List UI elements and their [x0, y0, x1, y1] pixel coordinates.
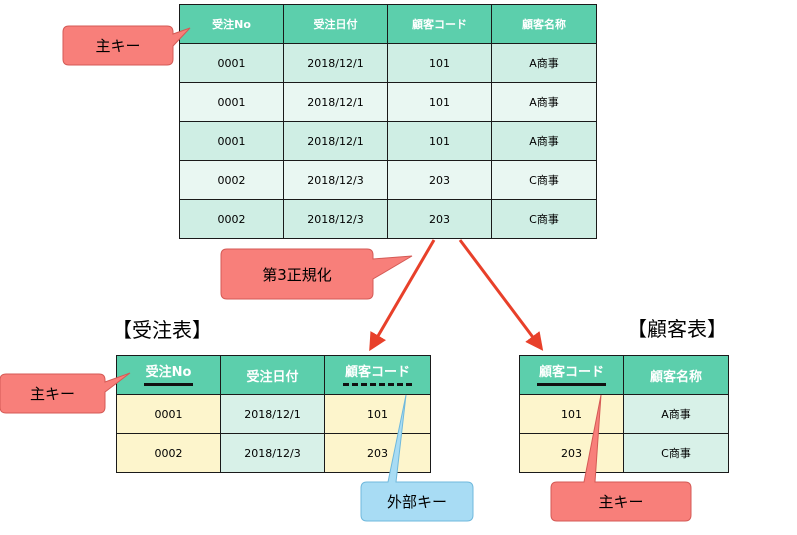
table-row: 203 C商事 — [519, 433, 729, 473]
order-col-order-no: 受注No — [116, 355, 221, 395]
foreign-key-underline: 顧客コード — [342, 365, 412, 386]
customer-table-title: 【顧客表】 — [627, 317, 727, 341]
table-cell: 203 — [324, 433, 431, 473]
table-cell: 203 — [387, 199, 492, 239]
main-table: 受注No 受注日付 顧客コード 顧客名称 0001 2018/12/1 101 … — [179, 4, 597, 239]
order-table-header-row: 受注No 受注日付 顧客コード — [116, 355, 431, 395]
table-row: 101 A商事 — [519, 394, 729, 434]
table-cell: 203 — [519, 433, 624, 473]
table-cell: C商事 — [491, 199, 597, 239]
arrow-to-order-table — [369, 239, 436, 352]
table-cell: 2018/12/3 — [283, 160, 388, 200]
callout-primary-key-top: 主キー — [95, 37, 141, 55]
callout-normalization: 第3正規化 — [262, 265, 332, 284]
main-col-order-no: 受注No — [179, 4, 284, 44]
table-cell: A商事 — [623, 394, 729, 434]
table-row: 0002 2018/12/3 203 — [116, 433, 431, 473]
main-col-customer-code: 顧客コード — [387, 4, 492, 44]
table-row: 0001 2018/12/1 101 A商事 — [179, 82, 597, 122]
table-cell: A商事 — [491, 43, 597, 83]
table-cell: 2018/12/1 — [283, 82, 388, 122]
table-cell: 0002 — [179, 199, 284, 239]
table-cell: 2018/12/1 — [283, 121, 388, 161]
main-table-header-row: 受注No 受注日付 顧客コード 顧客名称 — [179, 4, 597, 44]
table-cell: 101 — [387, 43, 492, 83]
table-cell: 0001 — [179, 43, 284, 83]
order-table: 受注No 受注日付 顧客コード 0001 2018/12/1 101 0002 … — [116, 355, 431, 473]
primary-key-underline: 受注No — [143, 365, 194, 386]
cust-col-customer-code: 顧客コード — [519, 355, 624, 395]
callout-foreign-key: 外部キー — [386, 493, 447, 511]
table-cell: 101 — [387, 121, 492, 161]
table-cell: C商事 — [491, 160, 597, 200]
table-cell: 0001 — [179, 121, 284, 161]
table-row: 0001 2018/12/1 101 A商事 — [179, 121, 597, 161]
table-cell: 203 — [387, 160, 492, 200]
customer-table-header-row: 顧客コード 顧客名称 — [519, 355, 729, 395]
main-col-customer-name: 顧客名称 — [491, 4, 597, 44]
main-col-order-date: 受注日付 — [283, 4, 388, 44]
table-cell: 2018/12/3 — [220, 433, 325, 473]
callout-primary-key-order: 主キー — [29, 385, 75, 403]
customer-table: 顧客コード 顧客名称 101 A商事 203 C商事 — [519, 355, 729, 473]
table-cell: 0002 — [179, 160, 284, 200]
table-cell: 0001 — [116, 394, 221, 434]
primary-key-underline: 顧客コード — [536, 365, 606, 386]
order-col-customer-code: 顧客コード — [324, 355, 431, 395]
table-cell: A商事 — [491, 82, 597, 122]
table-cell: 2018/12/1 — [283, 43, 388, 83]
table-cell: A商事 — [491, 121, 597, 161]
table-cell: 0002 — [116, 433, 221, 473]
table-cell: C商事 — [623, 433, 729, 473]
table-cell: 101 — [387, 82, 492, 122]
table-cell: 2018/12/3 — [283, 199, 388, 239]
table-cell: 101 — [519, 394, 624, 434]
table-cell: 2018/12/1 — [220, 394, 325, 434]
table-cell: 101 — [324, 394, 431, 434]
order-table-title: 【受注表】 — [112, 318, 212, 342]
table-cell: 0001 — [179, 82, 284, 122]
callout-primary-key-customer: 主キー — [598, 493, 644, 511]
table-row: 0002 2018/12/3 203 C商事 — [179, 199, 597, 239]
table-row: 0001 2018/12/1 101 — [116, 394, 431, 434]
arrow-to-customer-table — [458, 239, 544, 351]
cust-col-customer-name: 顧客名称 — [623, 355, 729, 395]
table-row: 0002 2018/12/3 203 C商事 — [179, 160, 597, 200]
table-row: 0001 2018/12/1 101 A商事 — [179, 43, 597, 83]
order-col-order-date: 受注日付 — [220, 355, 325, 395]
